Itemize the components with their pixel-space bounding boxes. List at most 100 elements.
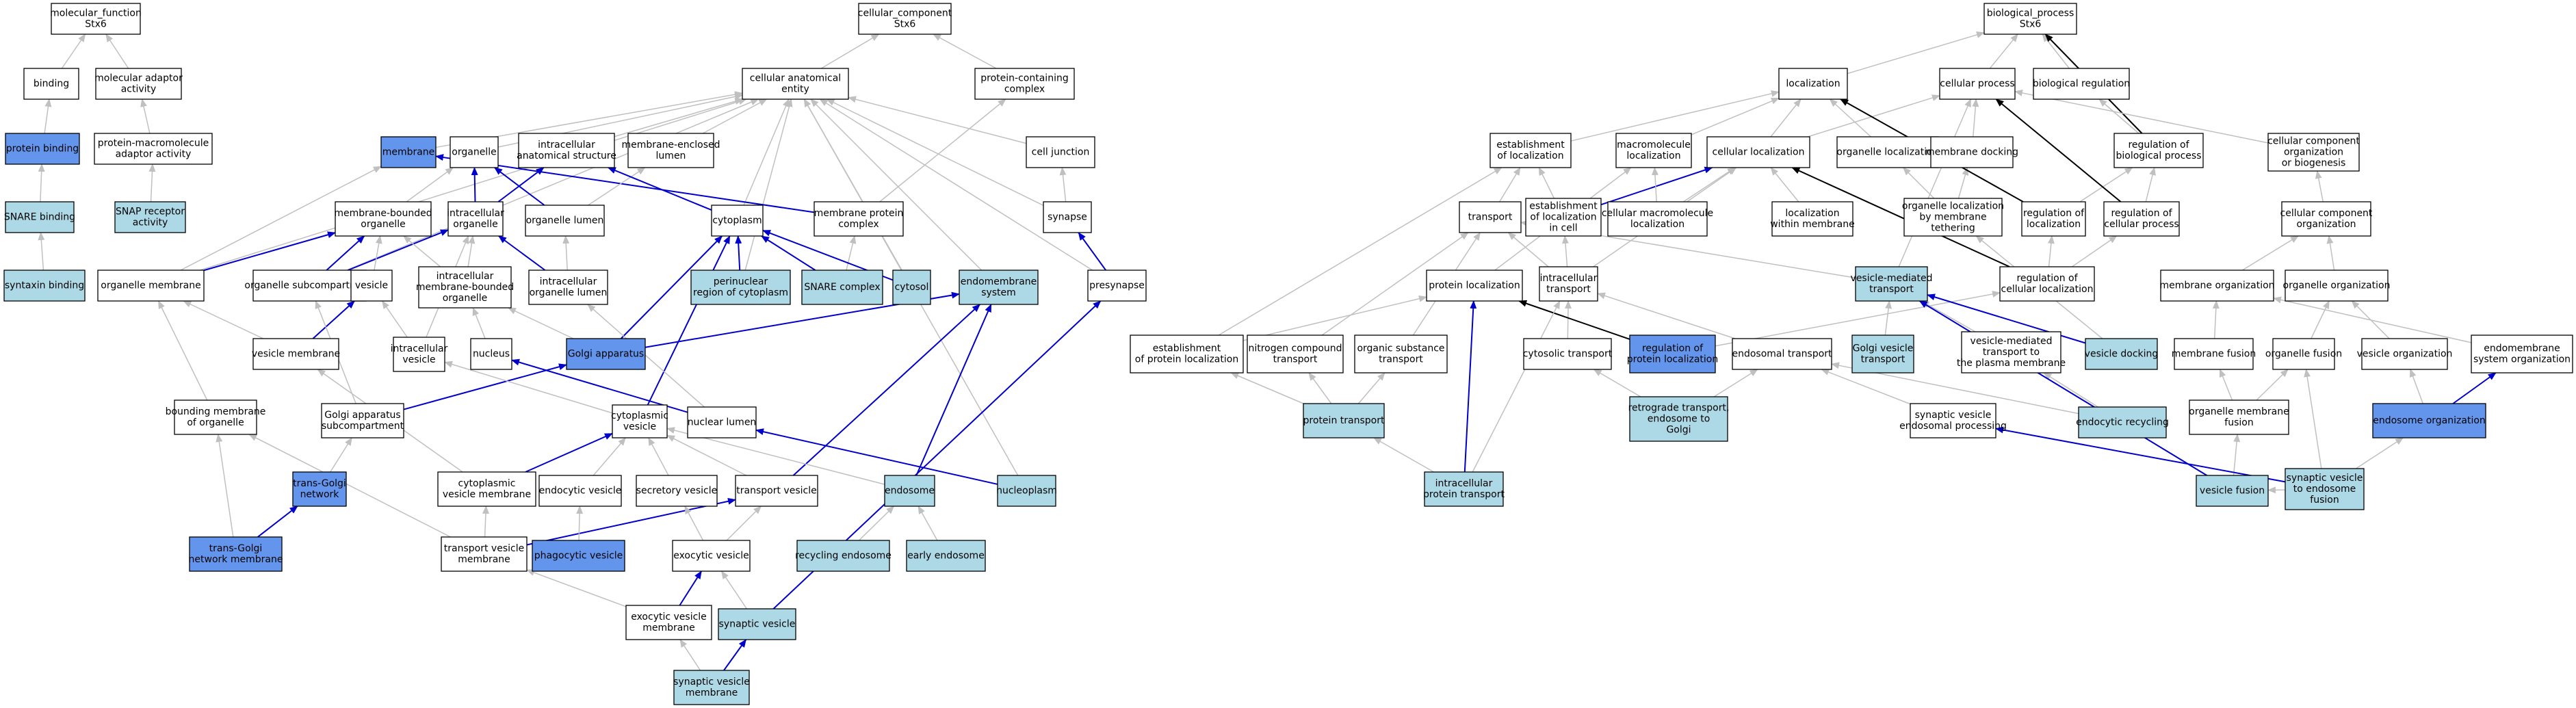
go-term-snare-complex[interactable]: SNARE complex: [801, 270, 883, 305]
go-term-mem-dock[interactable]: membrane docking: [1925, 136, 2018, 168]
go-term-bio-reg[interactable]: biological regulation: [2033, 68, 2130, 100]
go-term-syntaxin-binding[interactable]: syntaxin binding: [3, 270, 86, 302]
go-term-mem-org[interactable]: membrane organization: [2159, 270, 2275, 302]
go-term-vesicle[interactable]: vesicle: [350, 270, 393, 302]
go-term-presynapse[interactable]: presynapse: [1087, 270, 1147, 302]
go-term-golgi[interactable]: Golgi apparatus: [566, 338, 646, 370]
go-term-org-loc[interactable]: organelle localization: [1836, 136, 1939, 168]
go-term-ves-dock[interactable]: vesicle docking: [2085, 338, 2159, 370]
go-term-vesicle-membrane[interactable]: vesicle membrane: [252, 338, 340, 370]
go-term-protein-binding[interactable]: protein binding: [5, 133, 80, 165]
go-term-mem-fusion[interactable]: membrane fusion: [2172, 338, 2256, 370]
go-term-cytoplasm[interactable]: cytoplasm: [711, 205, 764, 237]
go-term-phago[interactable]: phagocytic vesicle: [532, 540, 625, 572]
go-term-org-org[interactable]: organelle organization: [2283, 270, 2391, 302]
go-term-organelle[interactable]: organelle: [450, 136, 499, 168]
go-term-early-endo[interactable]: early endosome: [906, 540, 986, 572]
go-term-nucleus[interactable]: nucleus: [470, 338, 512, 370]
go-term-cell-junction[interactable]: cell junction: [1026, 136, 1095, 168]
go-term-nucleoplasm[interactable]: nucleoplasm: [996, 475, 1057, 507]
go-term-endo-recycling[interactable]: endocytic recycling: [2076, 406, 2169, 438]
go-term-exo-vesicle[interactable]: exocytic vesicle: [672, 540, 751, 572]
go-term-membrane[interactable]: membrane: [380, 136, 437, 168]
go-term-localization[interactable]: localization: [1778, 68, 1848, 100]
go-term-ves-fusion[interactable]: vesicle fusion: [2196, 475, 2269, 507]
go-term-cyto-transport[interactable]: cytosolic transport: [1523, 338, 1613, 370]
go-term-endosome[interactable]: endosome: [884, 475, 935, 507]
go-term-prot-transport[interactable]: protein transport: [1303, 403, 1385, 438]
go-term-org-membrane[interactable]: organelle membrane: [97, 270, 205, 302]
go-term-recycling-endo[interactable]: recycling endosome: [795, 540, 892, 572]
go-term-cytosol[interactable]: cytosol: [892, 270, 931, 305]
go-term-nuc-lumen[interactable]: nuclear lumen: [687, 406, 757, 438]
go-term-synapse[interactable]: synapse: [1043, 201, 1092, 233]
go-term-endo-vesicle[interactable]: endocytic vesicle: [538, 475, 622, 507]
go-term-cell-loc[interactable]: cellular localization: [1706, 136, 1810, 168]
go-term-endo-org[interactable]: endosome organization: [2372, 403, 2486, 438]
go-term-binding[interactable]: binding: [23, 68, 79, 100]
go-term-ves-org[interactable]: vesicle organization: [2357, 338, 2453, 370]
go-term-secr-vesicle[interactable]: secretory vesicle: [636, 475, 718, 507]
go-term-cell-process[interactable]: cellular process: [1939, 68, 2016, 100]
go-term-transport-vesicle[interactable]: transport vesicle: [735, 475, 818, 507]
go-term-transport[interactable]: transport: [1459, 201, 1522, 233]
go-term-org-fusion[interactable]: organelle fusion: [2265, 338, 2342, 370]
go-term-org-lumen[interactable]: organelle lumen: [525, 205, 605, 237]
go-term-snare-binding[interactable]: SNARE binding: [4, 201, 75, 233]
go-term-prot-loc[interactable]: protein localization: [1426, 270, 1523, 302]
go-term-org-subcomp[interactable]: organelle subcompartment: [244, 270, 375, 302]
